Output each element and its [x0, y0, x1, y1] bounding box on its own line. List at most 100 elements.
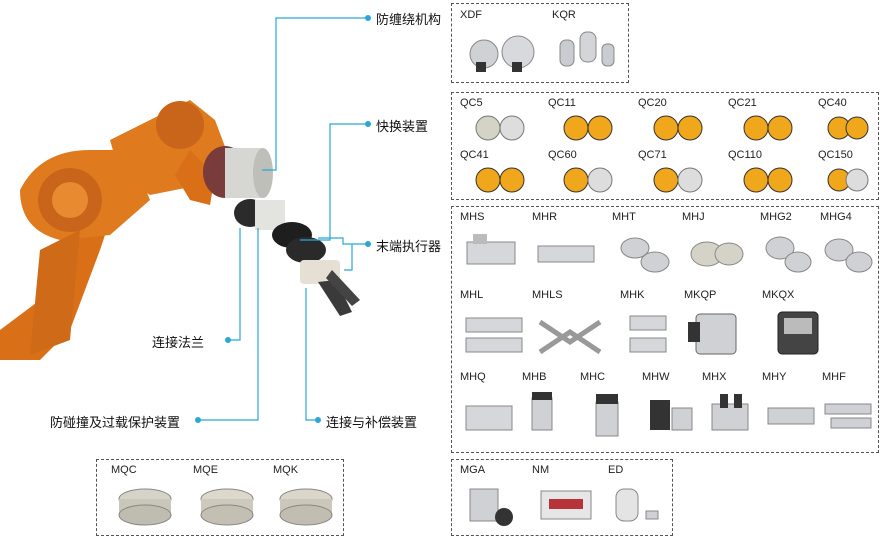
qc40-icon — [827, 116, 869, 140]
product-label: MHL — [460, 289, 484, 301]
product-qc41[interactable]: QC41 — [460, 149, 540, 201]
product-label: ED — [608, 464, 624, 476]
callout-flange: 连接法兰 — [152, 336, 205, 351]
mhk-icon — [629, 315, 667, 353]
product-mhw[interactable]: MHW — [642, 371, 702, 451]
product-mqk[interactable]: MQK — [273, 464, 339, 534]
product-label: MHLS — [532, 289, 563, 301]
product-xdf[interactable]: XDF — [460, 9, 540, 82]
product-qc11[interactable]: QC11 — [548, 97, 628, 149]
product-label: MHF — [822, 371, 846, 383]
kqr-icon — [559, 31, 615, 67]
mhls-icon — [538, 319, 602, 355]
product-mhs[interactable]: MHS — [460, 211, 526, 281]
product-label: MKQX — [762, 289, 795, 301]
product-label: MQK — [273, 464, 299, 476]
mhy-icon — [767, 407, 815, 425]
product-mhb[interactable]: MHB — [522, 371, 578, 451]
product-qc21[interactable]: QC21 — [728, 97, 808, 149]
callout-quick-change: 快换装置 — [376, 120, 429, 135]
product-label: QC41 — [460, 149, 489, 161]
mhc-icon — [595, 394, 619, 437]
product-mhf[interactable]: MHF — [822, 371, 878, 451]
group-quick-change: QC5 QC11 QC20 QC21 QC40 QC41 QC60 QC71 — [451, 92, 879, 200]
qc21-icon — [743, 115, 793, 141]
product-mga[interactable]: MGA — [460, 464, 524, 534]
product-mhk[interactable]: MHK — [620, 289, 680, 369]
product-label: NM — [532, 464, 550, 476]
mqe-icon — [200, 488, 254, 526]
product-mhr[interactable]: MHR — [532, 211, 602, 281]
product-mqc[interactable]: MQC — [111, 464, 181, 534]
product-label: MQE — [193, 464, 219, 476]
mhg4-icon — [824, 238, 873, 273]
product-label: MHJ — [682, 211, 705, 223]
mkqx-icon — [777, 311, 819, 355]
product-kqr[interactable]: KQR — [552, 9, 622, 82]
product-label: MHX — [702, 371, 727, 383]
product-label: QC11 — [548, 97, 576, 109]
product-mhq[interactable]: MHQ — [460, 371, 520, 451]
product-label: QC71 — [638, 149, 667, 161]
product-qc60[interactable]: QC60 — [548, 149, 628, 201]
callout-compensation: 连接与补偿装置 — [326, 416, 418, 431]
product-label: MQC — [111, 464, 137, 476]
product-qc71[interactable]: QC71 — [638, 149, 718, 201]
mhg2-icon — [765, 236, 812, 273]
product-label: QC60 — [548, 149, 577, 161]
product-label: QC110 — [728, 149, 763, 161]
product-qc150[interactable]: QC150 — [818, 149, 878, 201]
qc71-icon — [653, 167, 703, 193]
product-label: MHY — [762, 371, 787, 383]
product-mht[interactable]: MHT — [612, 211, 678, 281]
product-label: XDF — [460, 9, 482, 21]
product-qc20[interactable]: QC20 — [638, 97, 718, 149]
product-mhl[interactable]: MHL — [460, 289, 530, 369]
product-mkqx[interactable]: MKQX — [762, 289, 832, 369]
tool-stack — [203, 146, 360, 316]
callout-end-effector: 末端执行器 — [376, 240, 442, 255]
product-label: MHQ — [460, 371, 486, 383]
ed-icon — [615, 488, 659, 522]
product-mhy[interactable]: MHY — [762, 371, 822, 451]
qc5-icon — [475, 115, 525, 141]
mhl-icon — [465, 317, 523, 353]
product-label: MKQP — [684, 289, 717, 301]
mhf-icon — [824, 403, 872, 429]
mga-icon — [469, 488, 513, 526]
callout-collision: 防碰撞及过载保护装置 — [50, 416, 181, 431]
qc150-icon — [827, 168, 869, 192]
product-mhg4[interactable]: MHG4 — [820, 211, 878, 281]
product-qc110[interactable]: QC110 — [728, 149, 808, 201]
product-mhx[interactable]: MHX — [702, 371, 762, 451]
product-mkqp[interactable]: MKQP — [684, 289, 754, 369]
product-qc40[interactable]: QC40 — [818, 97, 878, 149]
product-mhls[interactable]: MHLS — [532, 289, 612, 369]
product-mhg2[interactable]: MHG2 — [760, 211, 820, 281]
product-label: MHT — [612, 211, 636, 223]
product-label: MGA — [460, 464, 486, 476]
group-collision: MQC MQE MQK — [96, 459, 344, 536]
mhx-icon — [711, 394, 749, 431]
mqc-icon — [118, 488, 172, 526]
product-ed[interactable]: ED — [608, 464, 668, 534]
product-label: MHC — [580, 371, 606, 383]
product-mhj[interactable]: MHJ — [682, 211, 748, 281]
product-mqe[interactable]: MQE — [193, 464, 263, 534]
product-qc5[interactable]: QC5 — [460, 97, 540, 149]
xdf-icon — [469, 35, 535, 72]
qc110-icon — [743, 167, 793, 193]
product-label: MHG4 — [820, 211, 852, 223]
product-label: MHG2 — [760, 211, 792, 223]
nm-icon — [540, 490, 592, 520]
group-grippers: MHS MHR MHT MHJ MHG2 MHG4 MHL MHL — [451, 206, 879, 453]
group-swivel: XDF KQR — [451, 3, 629, 83]
connector-lines — [198, 17, 368, 421]
product-nm[interactable]: NM — [532, 464, 602, 534]
callout-anti-wrap: 防缠绕机构 — [376, 13, 442, 28]
qc60-icon — [563, 167, 613, 193]
product-mhc[interactable]: MHC — [580, 371, 640, 451]
product-label: QC20 — [638, 97, 667, 109]
mqk-icon — [279, 488, 333, 526]
